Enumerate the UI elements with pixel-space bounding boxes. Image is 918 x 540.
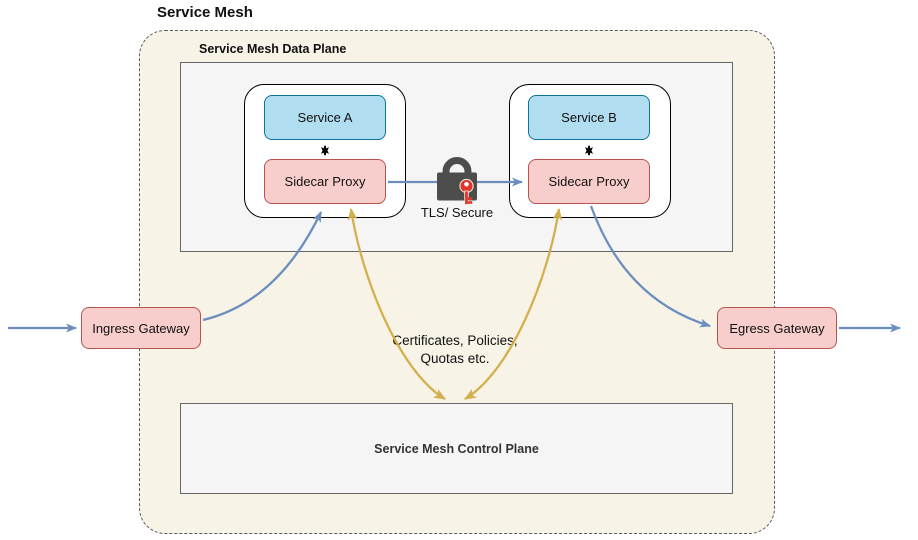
service-a-node: Service A	[264, 95, 386, 140]
control-annotation: Certificates, Policies, Quotas etc.	[355, 332, 555, 368]
control-annotation-line1: Certificates, Policies,	[392, 333, 518, 348]
tls-secure-label: TLS/ Secure	[420, 205, 494, 220]
control-plane-label: Service Mesh Control Plane	[374, 441, 539, 456]
egress-gateway-label: Egress Gateway	[729, 320, 825, 336]
egress-gateway-node: Egress Gateway	[717, 307, 837, 349]
ingress-gateway-node: Ingress Gateway	[81, 307, 201, 349]
sidecar-proxy-b-label: Sidecar Proxy	[548, 174, 630, 189]
control-plane-box: Service Mesh Control Plane	[180, 403, 733, 494]
ingress-gateway-label: Ingress Gateway	[92, 320, 190, 336]
sidecar-proxy-b-node: Sidecar Proxy	[528, 159, 650, 204]
control-annotation-line2: Quotas etc.	[420, 351, 490, 366]
sidecar-proxy-a-label: Sidecar Proxy	[284, 174, 366, 189]
sidecar-proxy-a-node: Sidecar Proxy	[264, 159, 386, 204]
service-b-label: Service B	[561, 110, 617, 125]
service-a-label: Service A	[297, 110, 353, 125]
diagram-title: Service Mesh	[157, 4, 253, 21]
service-b-node: Service B	[528, 95, 650, 140]
data-plane-label: Service Mesh Data Plane	[199, 42, 347, 56]
